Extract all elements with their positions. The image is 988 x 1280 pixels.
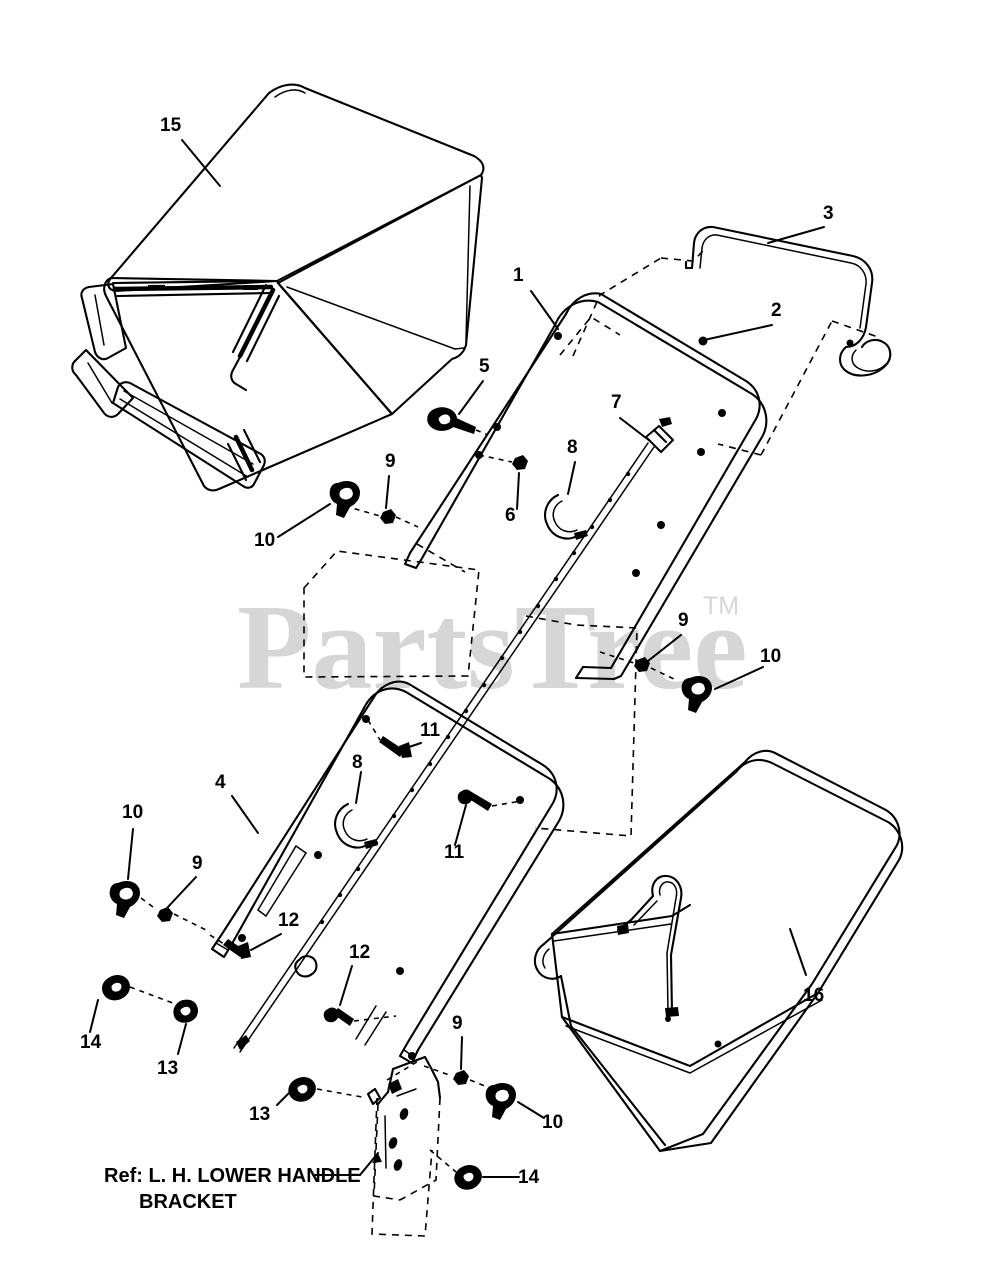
callout-5: 5: [479, 356, 490, 377]
part-bail-control-wire: 3: [684, 203, 892, 377]
watermark-tm: TM: [703, 592, 739, 620]
part-shoulder-bolt-left: 12: [209, 910, 299, 959]
part-grass-catcher-bag: 15: [71, 83, 485, 492]
ref-label-line1: Ref: L. H. LOWER HANDLE: [104, 1165, 361, 1187]
part-flat-washer-bottom: 14: [429, 1149, 540, 1190]
callout-11-upper: 11: [420, 720, 441, 741]
callout-9-upper-left: 9: [385, 451, 396, 472]
callout-2: 2: [771, 300, 782, 321]
callout-3: 3: [823, 203, 834, 224]
part-screw-left: 13: [157, 999, 199, 1079]
callout-9-bottom: 9: [452, 1013, 463, 1034]
callout-8-upper: 8: [567, 437, 578, 458]
watermark-text: PartsTree: [237, 580, 747, 715]
callout-10-mid-right: 10: [760, 646, 781, 667]
hardware-group-bottom-center: 9 10: [423, 1013, 563, 1133]
callout-14-bottom: 14: [518, 1167, 540, 1188]
callout-1: 1: [513, 265, 524, 286]
lh-lower-handle-bracket: Ref: L. H. LOWER HANDLE BRACKET: [104, 1055, 442, 1213]
hardware-group-upper-left: 9 10: [254, 451, 419, 551]
callout-8-lower: 8: [352, 752, 363, 773]
part-screw-right: 13: [249, 1076, 363, 1125]
callout-6: 6: [505, 505, 516, 526]
callout-16: 16: [803, 985, 824, 1006]
part-shoulder-bolt-right: 12: [323, 942, 397, 1026]
callout-10-upper-left: 10: [254, 530, 275, 551]
callout-14-left: 14: [80, 1032, 102, 1053]
callout-15: 15: [160, 115, 182, 136]
callout-10-bottom: 10: [542, 1112, 563, 1133]
callout-9-mid-right: 9: [678, 610, 689, 631]
callout-10-lower-left: 10: [122, 802, 143, 823]
callout-9-lower-left: 9: [192, 853, 203, 874]
callout-13-right: 13: [249, 1104, 270, 1125]
partstree-watermark: PartsTree TM: [237, 580, 747, 715]
part-bag-frame: 16: [533, 749, 904, 1153]
callout-4: 4: [215, 772, 226, 793]
part-nut-6: 6: [478, 454, 528, 526]
callout-13-left: 13: [157, 1058, 178, 1079]
part-cable-hook-upper: 8: [544, 437, 588, 540]
ref-label-line2: BRACKET: [139, 1191, 237, 1213]
hardware-group-mid-right: 9 10: [599, 610, 781, 713]
part-upper-handle: 1 2: [403, 265, 782, 681]
callout-7: 7: [611, 392, 622, 413]
part-lower-handle: 4: [210, 680, 565, 1065]
callout-12-right: 12: [349, 942, 370, 963]
hardware-group-lower-left: 10 9: [109, 802, 211, 933]
callout-11-lower: 11: [444, 842, 465, 863]
callout-12-left: 12: [278, 910, 299, 931]
part-cable-tie: 5: [427, 356, 490, 436]
part-cable-hook-lower: 8: [334, 752, 378, 849]
part-carriage-bolt-lower: 11: [444, 789, 522, 863]
part-carriage-bolt-upper: 11: [367, 719, 441, 758]
part-cable-clamp: 7: [611, 392, 674, 453]
control-cable: [233, 442, 655, 1053]
part-flat-washer-left: 14: [80, 974, 179, 1053]
